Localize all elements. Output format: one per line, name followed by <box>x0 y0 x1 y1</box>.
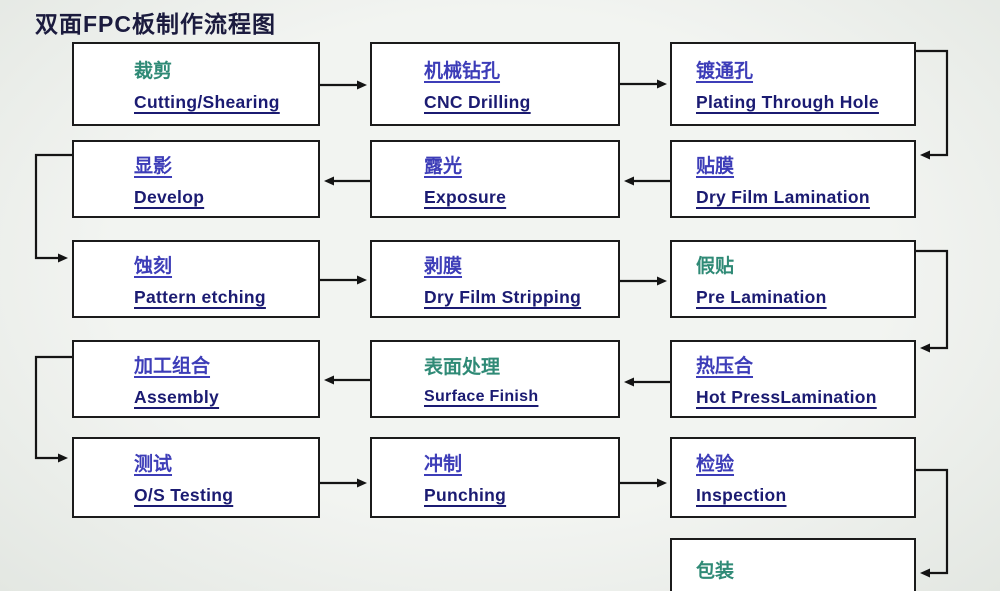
process-cn-label: 假贴 <box>696 255 735 277</box>
process-en-label: O/S Testing <box>134 485 234 505</box>
process-box-pre-lamination: 假贴 Pre Lamination <box>670 240 916 318</box>
process-en-label: Develop <box>134 186 205 207</box>
process-cn-label: 裁剪 <box>134 60 173 82</box>
process-box-dry-film-stripping: 剥膜 Dry Film Stripping <box>370 240 620 318</box>
process-cn-label: 显影 <box>134 155 173 177</box>
process-box-surface-finish: 表面处理 Surface Finish <box>370 340 620 418</box>
process-box-plating-through-hole: 镀通孔 Plating Through Hole <box>670 42 916 126</box>
process-box-inspection: 检验 Inspection <box>670 437 916 518</box>
process-cn-label: 加工组合 <box>134 355 211 377</box>
process-box-pattern-etching: 蚀刻 Pattern etching <box>72 240 320 318</box>
process-cn-label: 机械钻孔 <box>424 60 501 82</box>
process-en-label: Exposure <box>424 186 507 207</box>
process-cn-label: 热压合 <box>696 355 754 377</box>
process-cn-label: 贴膜 <box>696 155 735 177</box>
process-box-dry-film-lamination: 贴膜 Dry Film Lamination <box>670 140 916 218</box>
process-box-cutting-shearing: 裁剪 Cutting/Shearing <box>72 42 320 126</box>
process-box-os-testing: 测试 O/S Testing <box>72 437 320 518</box>
process-cn-label: 剥膜 <box>424 255 463 277</box>
process-cn-label: 测试 <box>134 454 173 475</box>
process-en-label: Plating Through Hole <box>696 91 879 112</box>
process-en-label: CNC Drilling <box>424 91 531 112</box>
process-box-cnc-drilling: 机械钻孔 CNC Drilling <box>370 42 620 126</box>
process-cn-label: 蚀刻 <box>134 255 173 277</box>
process-en-label: Dry Film Lamination <box>696 186 870 207</box>
process-cn-label: 露光 <box>424 155 463 177</box>
process-en-label: Surface Finish <box>424 388 539 405</box>
process-en-label: Inspection <box>696 485 787 505</box>
process-box-assembly: 加工组合 Assembly <box>72 340 320 418</box>
page-title: 双面FPC板制作流程图 <box>35 11 276 37</box>
process-cn-label: 冲制 <box>424 454 463 475</box>
process-box-punching: 冲制 Punching <box>370 437 620 518</box>
process-cn-label: 镀通孔 <box>696 60 754 82</box>
process-en-label: Assembly <box>134 386 220 407</box>
process-en-label: Punching <box>424 485 507 505</box>
process-box-hot-press-lamination: 热压合 Hot PressLamination <box>670 340 916 418</box>
process-cn-label: 检验 <box>696 454 735 475</box>
process-box-exposure: 露光 Exposure <box>370 140 620 218</box>
process-en-label: Hot PressLamination <box>696 386 877 407</box>
process-en-label: Dry Film Stripping <box>424 286 582 307</box>
process-en-label: Cutting/Shearing <box>134 91 280 112</box>
process-en-label: Pattern etching <box>134 286 266 307</box>
process-box-develop: 显影 Develop <box>72 140 320 218</box>
process-cn-label: 表面处理 <box>424 357 501 378</box>
process-cn-label: 包装 <box>696 561 735 582</box>
process-en-label: Pre Lamination <box>696 286 827 307</box>
process-box-packing: 包装 <box>670 538 916 591</box>
